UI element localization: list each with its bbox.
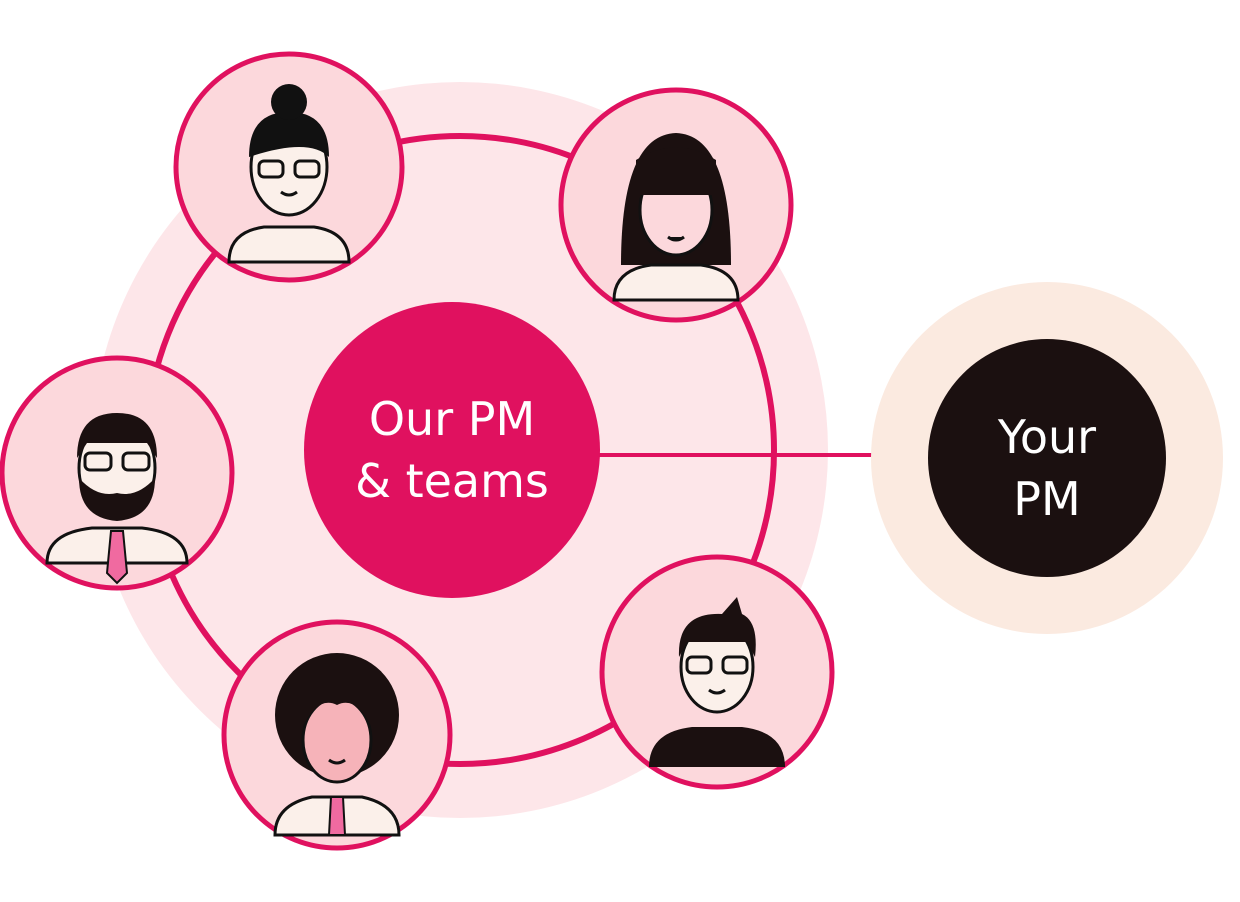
- center-label-line1: Our PM: [368, 392, 536, 446]
- avatar-woman-long-hair: [558, 87, 794, 323]
- avatar-man-glasses-tshirt: [599, 554, 835, 790]
- avatar-woman-bun-glasses: [173, 51, 405, 283]
- center-label-line2: & teams: [355, 454, 549, 508]
- avatar-man-beard-tie: [0, 355, 235, 591]
- center-node: [304, 302, 600, 598]
- avatar-woman-curly-hair: [221, 619, 453, 851]
- client-node-label: Your PM: [947, 406, 1147, 530]
- center-node-label: Our PM & teams: [302, 388, 602, 512]
- client-label-line1: Your: [997, 410, 1097, 464]
- client-node: [928, 339, 1166, 577]
- client-label-line2: PM: [1013, 472, 1081, 526]
